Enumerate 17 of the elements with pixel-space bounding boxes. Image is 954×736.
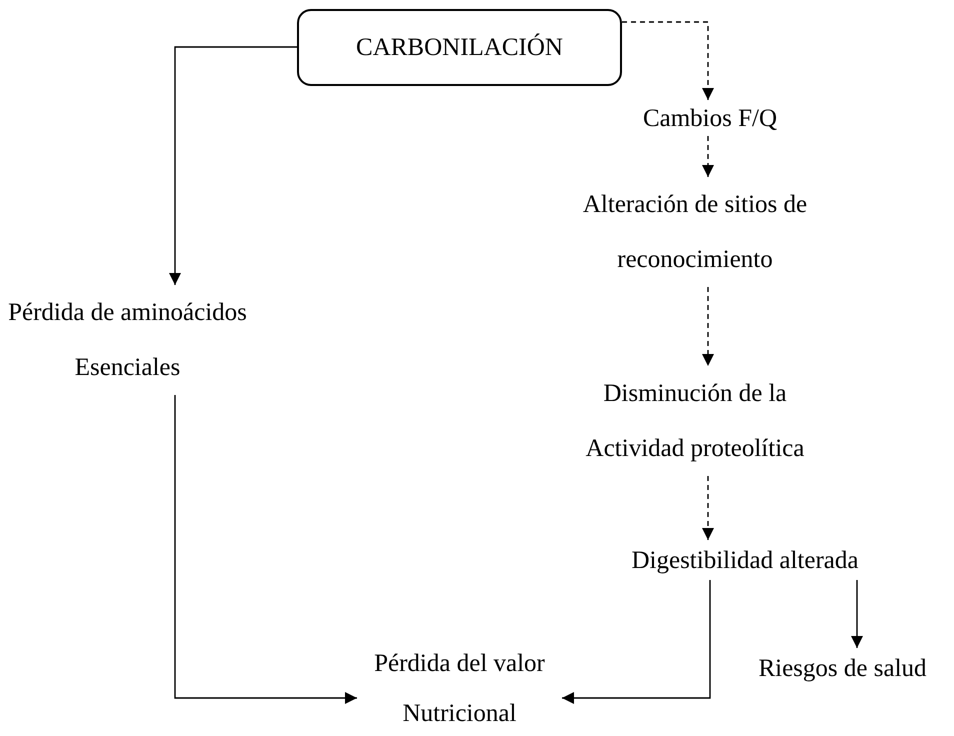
node-label: CARBONILACIÓN: [356, 32, 563, 63]
node-label: Cambios F/Q: [642, 104, 778, 134]
node-label: Riesgos de salud: [758, 654, 927, 684]
arrow: [562, 580, 711, 704]
node-label: Alteración de sitios de reconocimiento: [582, 190, 808, 275]
node-label: Pérdida del valor Nutricional: [373, 649, 546, 729]
arrow: [702, 136, 714, 177]
arrow: [702, 476, 714, 540]
process-box: [297, 9, 622, 86]
node-label: Digestibilidad alterada: [631, 546, 858, 576]
arrow: [169, 46, 297, 285]
arrow: [174, 395, 357, 704]
node-label: Pérdida de aminoácidos Esenciales: [7, 298, 248, 383]
node-label: Disminución de la Actividad proteolítica: [584, 379, 806, 464]
arrow: [851, 580, 863, 648]
arrow: [622, 21, 714, 100]
arrow: [702, 287, 714, 366]
